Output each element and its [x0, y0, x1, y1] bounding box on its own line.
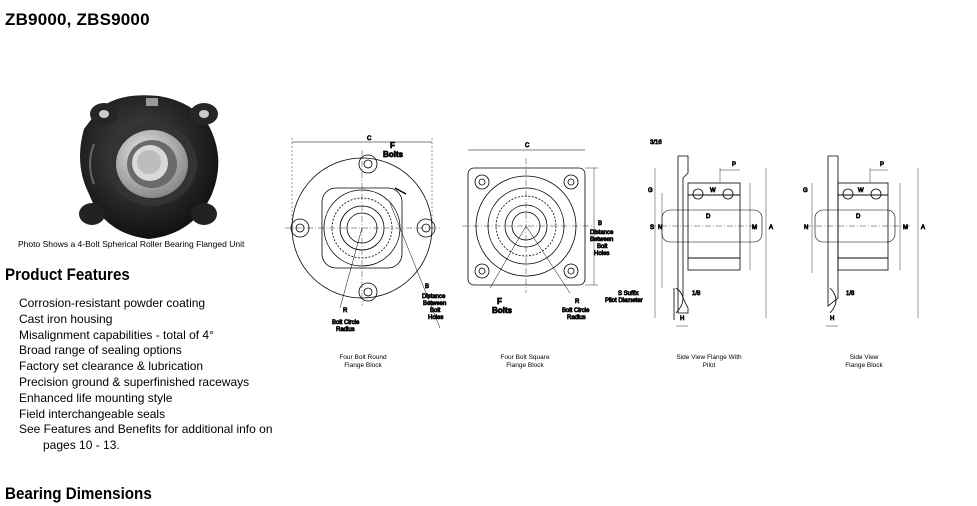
pilot-suffix-2: Pilot Diameter — [605, 298, 643, 304]
pilot-label-316: 3/16 — [650, 140, 662, 146]
list-item: Cast iron housing — [19, 311, 113, 326]
square-label-bolts: Bolts — [492, 306, 513, 315]
square-dist-3: Bolt — [597, 244, 608, 250]
round-label-f: F — [390, 141, 395, 150]
list-item: Corrosion-resistant powder coating — [19, 296, 206, 310]
round-dist-1: Distance — [422, 294, 446, 300]
list-item-continuation: pages 10 - 13. — [43, 438, 120, 453]
side-view-caption: Side View Flange Block — [845, 354, 883, 369]
bearing-photo — [79, 95, 219, 239]
square-bcr-2: Radius — [567, 315, 586, 321]
side-view-drawing — [805, 155, 919, 327]
bearing-dimensions-heading: Bearing Dimensions — [5, 485, 152, 503]
list-item: Broad range of sealing options — [19, 343, 182, 358]
round-dist-4: Holes — [428, 315, 443, 321]
side-label-h: H — [830, 316, 834, 322]
list-item: Field interchangeable seals — [19, 406, 166, 421]
side-label-d: D — [856, 214, 861, 220]
side-label-m: M — [903, 225, 908, 231]
side-label-a: A — [921, 225, 925, 231]
square-label-r: R — [575, 299, 580, 305]
side-label-n: N — [804, 225, 808, 231]
square-dist-2: Between — [590, 237, 613, 243]
pilot-label-a: A — [769, 225, 773, 231]
square-label-f: F — [497, 297, 502, 306]
side-view-pilot-drawing — [650, 155, 767, 327]
photo-caption: Photo Shows a 4-Bolt Spherical Roller Be… — [18, 239, 245, 249]
round-label-b: B — [425, 284, 429, 290]
list-item: Factory set clearance & lubrication — [19, 359, 204, 374]
pilot-label-n: N — [658, 225, 662, 231]
list-item: Enhanced life mounting style — [19, 390, 173, 405]
round-bcr-1: Bolt Circle — [332, 320, 360, 326]
pilot-label-h: H — [680, 316, 684, 322]
list-item: See Features and Benefits for additional… — [19, 422, 273, 437]
square-label-c: C — [525, 143, 530, 149]
square-dist-4: Holes — [594, 251, 609, 257]
round-bcr-2: Radius — [336, 327, 355, 333]
square-bcr-1: Bolt Circle — [562, 308, 590, 314]
square-flange-caption: Four Bolt Square Flange Block — [500, 354, 550, 369]
product-features-heading: Product Features — [5, 266, 130, 284]
list-item: Misalignment capabilities - total of 4° — [19, 327, 214, 342]
pilot-suffix-1: S Suffix — [618, 291, 639, 297]
round-label-r: R — [343, 308, 348, 314]
round-flange-drawing — [285, 138, 441, 329]
side-label-p: P — [880, 162, 884, 168]
technical-drawings: C F Bolts B Distance Between Bolt Holes … — [285, 136, 925, 333]
list-item: Precision ground & superfinished raceway… — [19, 374, 250, 389]
square-flange-drawing — [462, 149, 598, 294]
round-label-bolts: Bolts — [383, 150, 404, 159]
side-label-g: G — [803, 188, 808, 194]
square-label-b: B — [598, 221, 602, 227]
side-label-w: W — [858, 188, 864, 194]
square-dist-1: Distance — [590, 230, 614, 236]
side-label-18: 1/8 — [846, 291, 855, 297]
pilot-label-s: S — [650, 225, 654, 231]
pilot-label-g: G — [648, 188, 653, 194]
page-title: ZB9000, ZBS9000 — [5, 10, 150, 29]
pilot-label-18: 1/8 — [692, 291, 701, 297]
pilot-label-p: P — [732, 162, 736, 168]
pilot-label-m: M — [752, 225, 757, 231]
round-dist-3: Bolt — [430, 308, 441, 314]
features-list: Corrosion-resistant powder coating Cast … — [19, 296, 273, 454]
side-view-pilot-caption: Side View Flange With Pilot — [676, 354, 742, 369]
pilot-label-d: D — [706, 214, 711, 220]
pilot-label-w: W — [710, 188, 716, 194]
round-dist-2: Between — [423, 301, 446, 307]
round-label-c: C — [367, 136, 372, 142]
round-flange-caption: Four Bolt Round Flange Block — [339, 354, 387, 369]
